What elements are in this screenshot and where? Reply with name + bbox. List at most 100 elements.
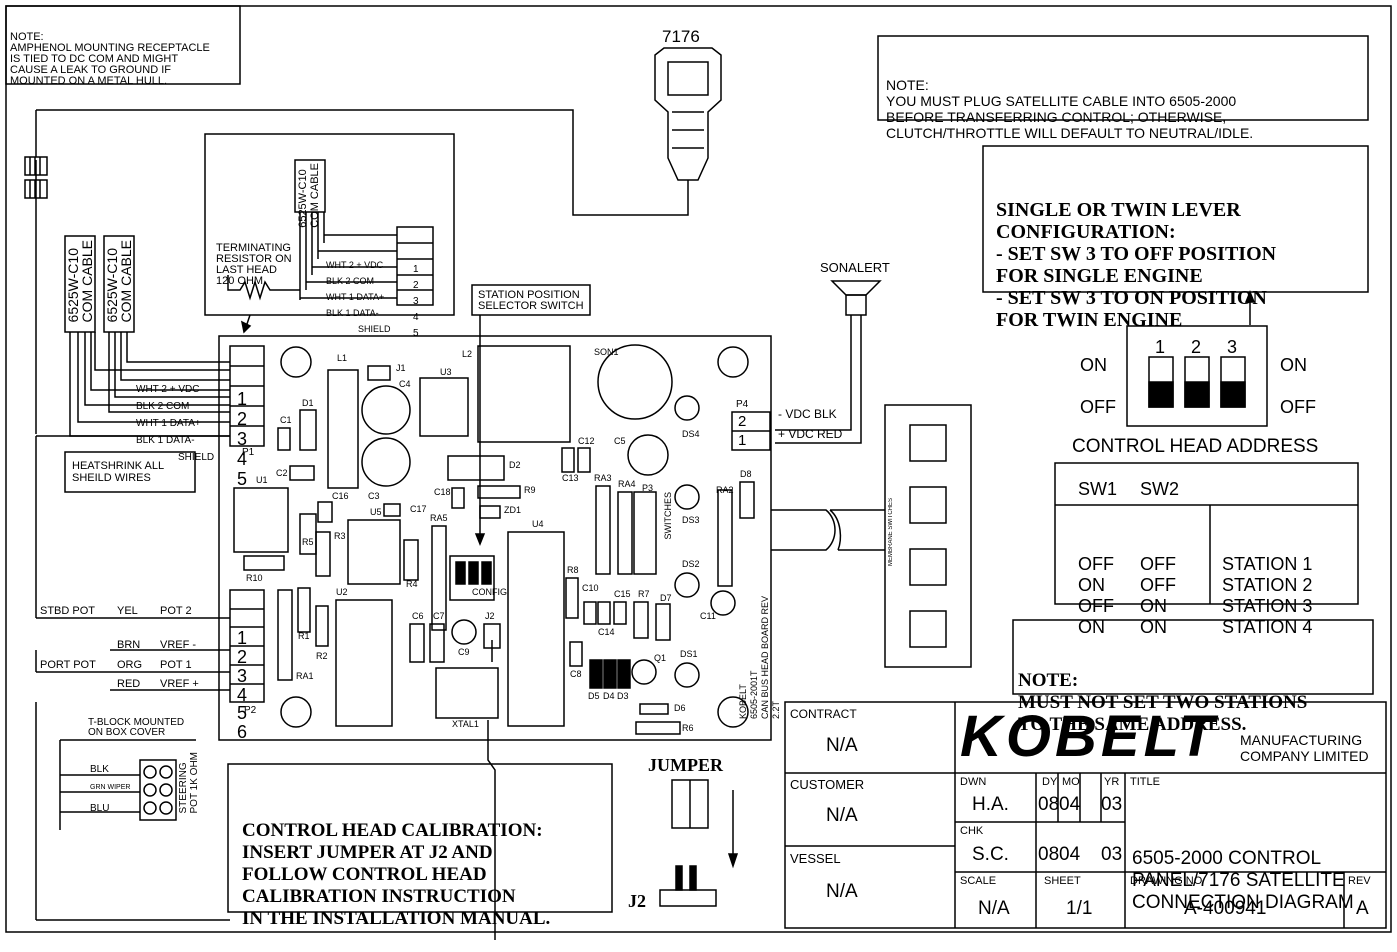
chk-day: 08 <box>1038 844 1060 865</box>
comp-C4: C4 <box>399 379 411 389</box>
customer-label: CUSTOMER <box>790 777 865 792</box>
drawing-border <box>5 5 1392 933</box>
tblock-wire-grn: GRN WIPER <box>90 784 131 791</box>
tblock-wire-blk: BLK <box>90 764 109 775</box>
dwn-month: 04 <box>1059 794 1081 815</box>
table-header-sw2: SW2 <box>1140 479 1180 499</box>
p2-color-org: ORG <box>117 659 143 671</box>
comp-R1: R1 <box>298 631 310 641</box>
comp-R8: R8 <box>567 565 579 575</box>
comp-XTAL1: XTAL1 <box>452 719 479 729</box>
j2-label: J2 <box>628 891 646 911</box>
p2-signal-vref-minus: VREF - <box>160 639 197 651</box>
comp-P3: P3 <box>642 483 654 493</box>
rev-value: A <box>1356 898 1369 919</box>
comp-C13: C13 <box>562 473 579 483</box>
vessel-label: VESSEL <box>790 851 841 866</box>
comp-C2: C2 <box>276 468 288 478</box>
dip-on-left: ON <box>1080 355 1107 375</box>
p2-color-brn: BRN <box>117 639 141 651</box>
contract-value: N/A <box>826 735 858 756</box>
comp-D3: D3 <box>617 691 629 701</box>
dip-number-2: 2 <box>1191 337 1202 357</box>
comp-R2: R2 <box>316 651 328 661</box>
pcb-outline <box>218 335 772 741</box>
port-pot-label: PORT POT <box>40 659 96 671</box>
comp-L1: L1 <box>337 353 348 363</box>
comp-R6: R6 <box>682 723 694 733</box>
comp-Q1: Q1 <box>654 653 667 663</box>
comp-C1: C1 <box>280 415 292 425</box>
comp-RA1: RA1 <box>296 671 314 681</box>
comp-DS3: DS3 <box>682 515 700 525</box>
satellite-note: NOTE:YOU MUST PLUG SATELLITE CABLE INTO … <box>886 77 1254 141</box>
comp-U5: U5 <box>370 507 382 517</box>
comp-U3: U3 <box>440 367 452 377</box>
dwn-year: 03 <box>1101 794 1123 815</box>
comp-R9: R9 <box>524 485 536 495</box>
chk-label: CHK <box>960 825 984 837</box>
comp-C7: C7 <box>433 611 445 621</box>
drawing-no-value: A-400941 <box>1184 898 1267 919</box>
comp-ZD1: ZD1 <box>504 505 522 515</box>
comp-R10: R10 <box>246 573 263 583</box>
comp-J2: J2 <box>485 611 495 621</box>
p4-label: P4 <box>736 399 749 410</box>
comp-U2: U2 <box>336 587 348 597</box>
dip-on-right: ON <box>1280 355 1307 375</box>
chk-month: 04 <box>1059 844 1081 865</box>
dip-off-right: OFF <box>1280 397 1316 417</box>
stbd-pot-label: STBD POT <box>40 605 96 617</box>
table-header-sw1: SW1 <box>1078 479 1118 499</box>
comp-RA4: RA4 <box>618 479 636 489</box>
kobelt-logo: KOBELT <box>960 704 1219 769</box>
sheet-value: 1/1 <box>1066 898 1093 919</box>
chk-year: 03 <box>1101 844 1123 865</box>
comp-SON1: SON1 <box>594 347 619 357</box>
comp-C18: C18 <box>434 487 451 497</box>
comp-D5: D5 <box>588 691 600 701</box>
dwn-value: H.A. <box>972 794 1009 815</box>
drawing-no-label: DRAWING NO <box>1130 875 1203 887</box>
p2-signal-pot1: POT 1 <box>160 659 192 671</box>
p4-wire-red: + VDC RED <box>778 427 843 441</box>
comp-DS1: DS1 <box>680 649 698 659</box>
comp-R3: R3 <box>334 531 346 541</box>
dip-off-left: OFF <box>1080 397 1116 417</box>
comp-C16: C16 <box>332 491 349 501</box>
title-block-frame <box>784 701 1387 929</box>
comp-C8: C8 <box>570 669 582 679</box>
comp-D1: D1 <box>302 398 314 408</box>
comp-D4: D4 <box>603 691 615 701</box>
comp-DS2: DS2 <box>682 559 700 569</box>
comp-C14: C14 <box>598 627 615 637</box>
comp-DS4: DS4 <box>682 429 700 439</box>
p2-signal-vref-plus: VREF + <box>160 678 199 690</box>
customer-value: N/A <box>826 805 858 826</box>
dip-number-3: 3 <box>1227 337 1238 357</box>
comp-U1: U1 <box>256 475 268 485</box>
dip-title: CONTROL HEAD ADDRESS <box>1072 436 1319 457</box>
scale-value: N/A <box>978 898 1010 919</box>
comp-C3: C3 <box>368 491 380 501</box>
vessel-value: N/A <box>826 881 858 902</box>
membrane-switches-label: MEMBRANE SWITCHES <box>888 498 894 567</box>
dip-config-label: CONFIG <box>472 587 507 597</box>
dwn-day: 08 <box>1038 794 1060 815</box>
connector-7176-label: 7176 <box>662 27 700 46</box>
comp-U4: U4 <box>532 519 544 529</box>
jumper-label: JUMPER <box>648 755 723 775</box>
